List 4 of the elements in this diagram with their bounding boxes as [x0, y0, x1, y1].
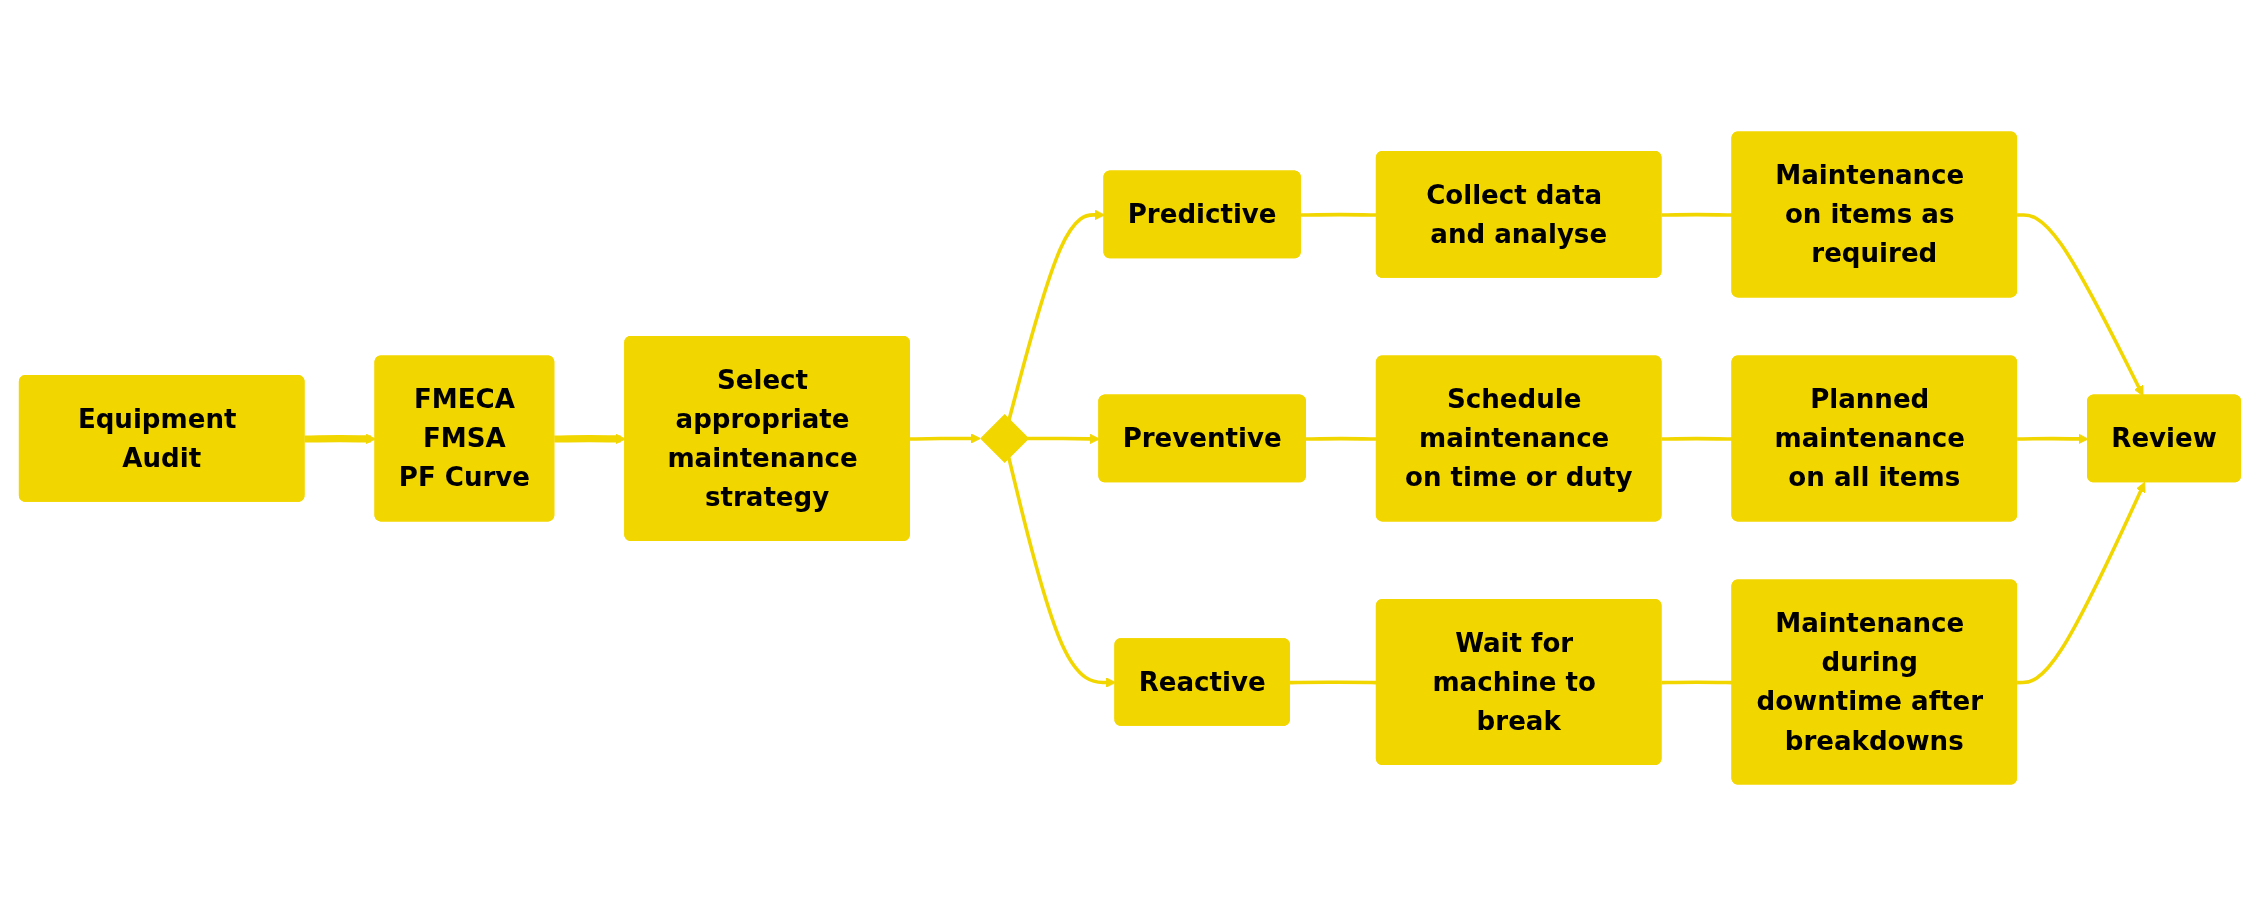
arrow	[2016, 212, 2143, 396]
arrow	[909, 432, 981, 444]
node-diamond	[979, 413, 1029, 463]
arrow	[2016, 481, 2146, 684]
